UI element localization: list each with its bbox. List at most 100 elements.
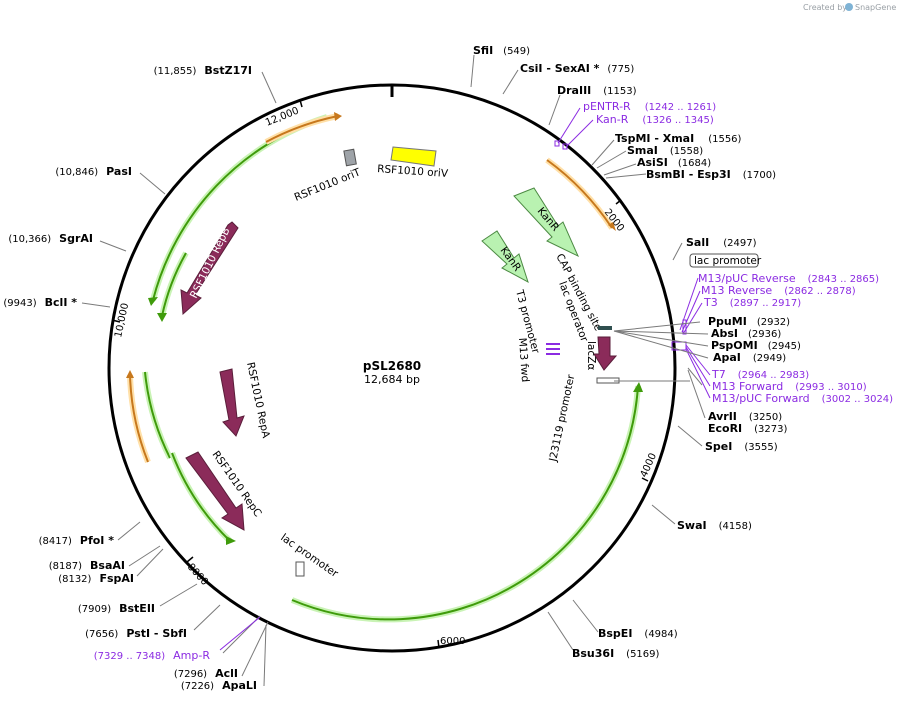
svg-text:PpuMI(2932): PpuMI (2932) <box>708 315 790 328</box>
site-name: SwaI <box>677 519 707 532</box>
site-pos: (1558) <box>670 146 703 157</box>
svg-text:(7226)ApaLI: (7226)ApaLI <box>181 679 257 692</box>
site-pos: (7296) <box>174 669 207 680</box>
svg-text:pENTR-R(1242 .. 1261): pENTR-R(1242 .. 1261) <box>583 100 716 113</box>
site-pos: (9943) <box>3 298 36 309</box>
svg-text:(7329 .. 7348)Amp-R: (7329 .. 7348)Amp-R <box>94 649 211 662</box>
site-pos: (2949) <box>753 353 786 364</box>
primer-pos: (1326 .. 1345) <box>642 115 714 126</box>
svg-text:AbsI(2936): AbsI (2936) <box>711 327 781 340</box>
svg-text:DraIII(1153): DraIII (1153) <box>557 84 637 97</box>
m13fwd-label: M13 fwd <box>516 337 531 382</box>
svg-text:TspMI - XmaI(1556): TspMI - XmaI(1556) <box>615 132 742 145</box>
repB-arrow <box>180 221 239 316</box>
site-pos: (3273) <box>754 424 787 435</box>
site-pos: (1153) <box>603 86 636 97</box>
credit-prefix: Created by <box>803 3 847 12</box>
svg-text:CsiI - SexAI *(775): CsiI - SexAI * (775) <box>520 62 634 75</box>
site-pos: (4158) <box>719 521 752 532</box>
site-pos: (2936) <box>748 329 781 340</box>
svg-text:(7909)BstEII: (7909)BstEII <box>78 602 155 615</box>
site-name: AbsI <box>711 327 738 340</box>
lacZa-label: lacZα <box>585 341 597 370</box>
primer-name: T3 <box>703 296 718 309</box>
site-name: EcoRI <box>708 422 742 435</box>
site-pos: (5169) <box>626 649 659 660</box>
site-name: DraIII <box>557 84 591 97</box>
site-pos: (10,366) <box>8 234 51 245</box>
site-pos: (2945) <box>768 341 801 352</box>
site-pos: (549) <box>503 46 530 57</box>
svg-text:(8187)BsaAI: (8187)BsaAI <box>49 559 125 572</box>
site-name: BclI * <box>45 296 78 309</box>
tick-label-8000: 8000 <box>185 562 210 588</box>
svg-text:SpeI(3555): SpeI (3555) <box>705 440 778 453</box>
svg-text:ApaI(2949): ApaI (2949) <box>713 351 786 364</box>
snapgene-logo-icon <box>845 3 853 11</box>
primer-name: T7 <box>711 368 726 381</box>
site-name: BspEI <box>598 627 632 640</box>
backbone-circle <box>107 83 677 653</box>
lac-promoter-box <box>689 253 759 268</box>
svg-text:SalI(2497): SalI(2497) <box>686 236 757 249</box>
site-name: CsiI - SexAI * <box>520 62 600 75</box>
svg-text:(8417)PfoI *: (8417)PfoI * <box>39 534 115 547</box>
plasmid-length: 12,684 bp <box>364 373 420 386</box>
tick-label-6000: 6000 <box>440 636 465 647</box>
primer-leader-lines <box>219 107 711 651</box>
site-name: PpuMI <box>708 315 747 328</box>
site-pos: (7656) <box>85 629 118 640</box>
site-name: BstZ17I <box>204 64 252 77</box>
plasmid-name: pSL2680 <box>363 359 421 373</box>
mcs-leader-lines <box>613 321 709 382</box>
repA-arrow <box>219 368 245 437</box>
oriV-box <box>390 146 437 167</box>
site-pos: (3555) <box>744 442 777 453</box>
primer-pos: (2862 .. 2878) <box>784 286 856 297</box>
primer-name: M13 Forward <box>712 380 783 393</box>
j23119-label: J23119 promoter <box>547 373 577 464</box>
primer-pos: (2897 .. 2917) <box>730 298 802 309</box>
primer-name: Kan-R <box>596 113 629 126</box>
site-name: SpeI <box>705 440 732 453</box>
sites-left: (11,855)BstZ17I (10,846)PasI (10,366)Sgr… <box>3 64 257 692</box>
svg-text:(9943)BclI *: (9943) BclI * <box>3 296 77 309</box>
site-name: AclI <box>215 667 238 680</box>
svg-text:SfiI(549): SfiI(549) <box>473 44 530 57</box>
lac-promoter-boxed-label: lac promoter <box>694 255 762 267</box>
site-pos: (2497) <box>723 238 756 249</box>
site-name: AsiSI <box>637 156 668 169</box>
site-name: ApaI <box>713 351 741 364</box>
primer-name: pENTR-R <box>583 100 631 113</box>
tick-marks <box>111 99 649 649</box>
primer-pos: (2964 .. 2983) <box>738 370 810 381</box>
svg-text:BsmBI - Esp3I(1700): BsmBI - Esp3I (1700) <box>646 168 776 181</box>
credit-brand: SnapGene <box>855 3 896 12</box>
kanR-arrow-2 <box>481 230 529 284</box>
tick-label-12000: 12,000 <box>264 105 301 128</box>
site-name: BsmBI - Esp3I <box>646 168 731 181</box>
primer-pos: (3002 .. 3024) <box>822 394 894 405</box>
lac-promoter-label-2: lac promoter <box>278 532 340 581</box>
site-name: FspAI <box>99 572 134 585</box>
leader-lines-left <box>81 71 277 687</box>
site-name: SgrAI <box>59 232 93 245</box>
primer-pos: (7329 .. 7348) <box>94 651 166 662</box>
svg-text:(7296)AclI: (7296) AclI <box>174 667 238 680</box>
repB-label: RSF1010 RepB <box>188 226 233 301</box>
svg-text:T3(2897 .. 2917): T3 (2897 .. 2917) <box>703 296 801 309</box>
site-pos: (1700) <box>743 170 776 181</box>
site-pos: (2932) <box>757 317 790 328</box>
site-pos: (775) <box>607 64 634 75</box>
repA-label: RSF1010 RepA <box>244 361 272 440</box>
svg-text:(7656)PstI - SbfI: (7656) PstI - SbfI <box>85 627 187 640</box>
lacZa-arrow <box>593 336 618 371</box>
site-name: BsaAI <box>90 559 125 572</box>
svg-text:M13/pUC Forward(3002 .. 3024): M13/pUC Forward(3002 .. 3024) <box>712 392 893 405</box>
svg-text:AsiSI(1684): AsiSI (1684) <box>637 156 711 169</box>
tick-label-4000: 4000 <box>639 451 659 479</box>
sites-right: SfiI(549) CsiI - SexAI * (775) DraIII (115… <box>473 44 801 660</box>
site-pos: (1684) <box>678 158 711 169</box>
site-name: PstI - SbfI <box>126 627 187 640</box>
site-name: Bsu36I <box>572 647 614 660</box>
